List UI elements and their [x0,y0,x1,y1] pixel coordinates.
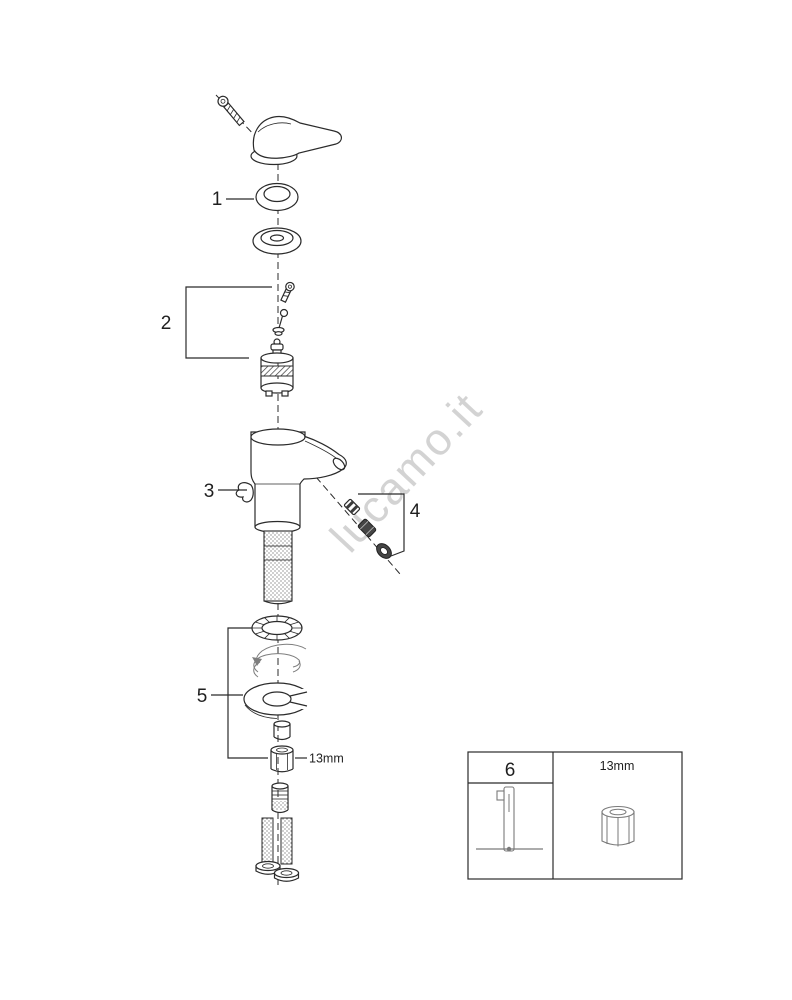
inset-mounting-tool [476,786,543,852]
inset-hex-nut [601,805,635,847]
inset-nut-size-label: 13mm [600,759,635,773]
threaded-stud [271,782,289,814]
fixing-screws [255,817,300,882]
aerator-housing [376,543,392,559]
escutcheon-dome [252,227,302,255]
cartridge [260,338,294,397]
base-gasket [251,615,303,641]
aerator-body [357,518,377,538]
install-sketch [252,643,307,678]
faucet-handle [250,115,342,166]
part4-label: 4 [410,501,421,522]
inset-box: 6 13mm [467,751,683,880]
body-clip [235,482,254,503]
mounting-nut-13mm [270,745,294,773]
faucet-body [250,428,347,534]
sketch-arrowhead [252,657,262,666]
cartridge-screw [280,281,295,304]
part1-label: 1 [212,189,223,210]
part3-label: 3 [204,481,215,502]
handle-screw [217,95,245,127]
aerator-insert [343,498,361,516]
watermark-text: lucamo.it [320,382,492,562]
part4-bracket [358,493,405,557]
threaded-shank [263,530,293,605]
part5-bracket [227,627,268,759]
inset-part6-label: 6 [505,760,516,781]
nut-size-callout: 13mm [309,752,344,766]
part2-bracket [185,286,272,359]
part2-label: 2 [161,313,172,334]
cartridge-index-pin [272,308,289,336]
mounting-bracket [243,682,314,719]
handle-cap-ring [255,182,299,212]
lock-nut-small [273,720,291,741]
part5-label: 5 [197,686,208,707]
